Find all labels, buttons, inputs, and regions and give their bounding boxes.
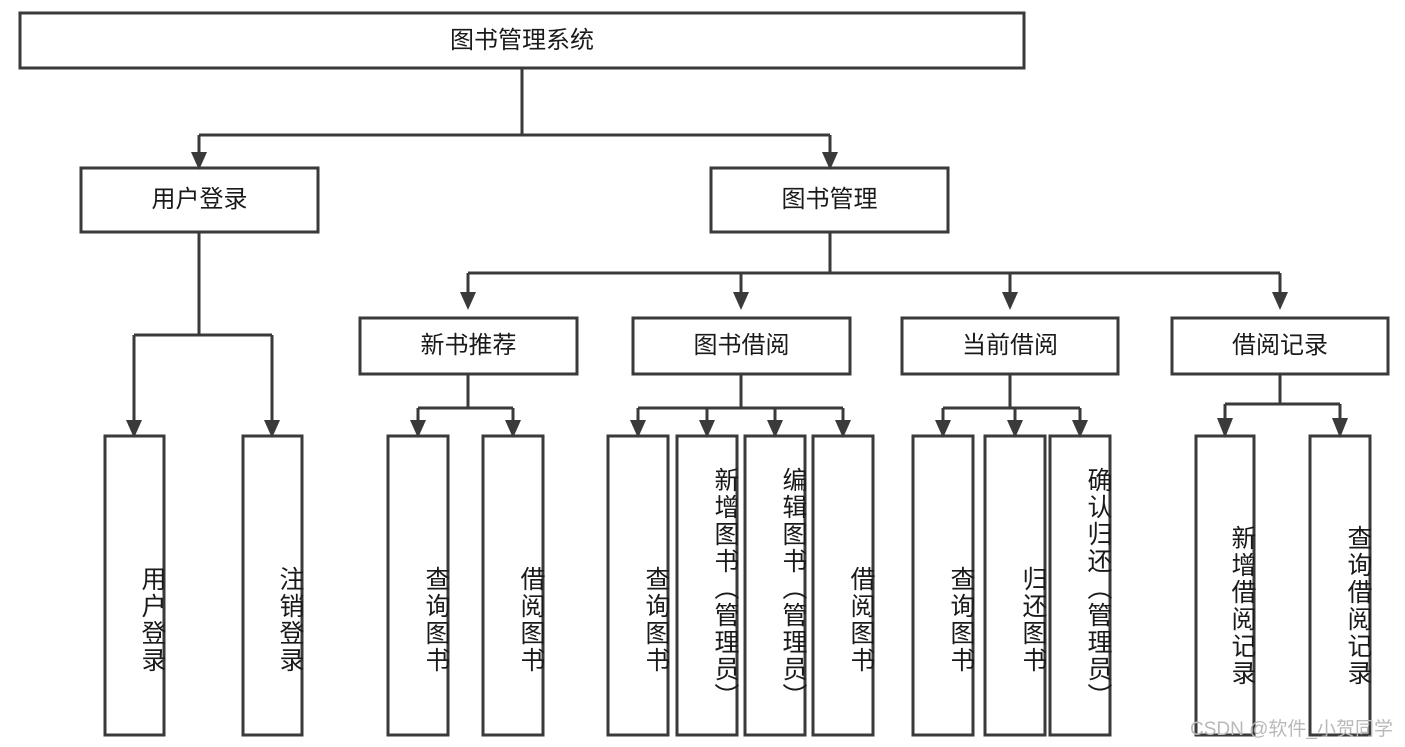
arrowhead-current-borrow (1002, 292, 1018, 310)
connector-book-management-to-level3 (466, 232, 1282, 298)
node-box-leaf-query-record[interactable] (1308, 434, 1372, 737)
node-box-user-login[interactable] (79, 166, 320, 234)
arrowhead-leaf-confirm-return (1072, 420, 1088, 438)
connector-user-login-to-leaves (132, 232, 274, 426)
node-box-leaf-add-record[interactable] (1194, 434, 1256, 737)
arrowhead-user-login (191, 152, 207, 170)
arrowhead-leaf-user-login (126, 420, 142, 438)
connector-book-borrow-to-leaves (636, 374, 845, 426)
node-box-leaf-confirm-return[interactable] (1048, 434, 1112, 737)
connector-borrow-records-to-leaves (1223, 374, 1342, 426)
connector-current-borrow-to-leaves (941, 374, 1082, 426)
arrowhead-leaf-return-book (1007, 420, 1023, 438)
node-box-leaf-edit-book[interactable] (743, 434, 807, 737)
arrowhead-leaf-logout (264, 420, 280, 438)
arrowhead-leaf-borrow-book-2 (835, 420, 851, 438)
arrowhead-leaf-edit-book (767, 420, 783, 438)
arrowhead-book-management (822, 152, 838, 170)
arrowhead-leaf-query-record (1332, 418, 1348, 438)
node-box-leaf-return-book[interactable] (983, 434, 1047, 737)
node-box-current-borrow[interactable] (900, 316, 1120, 376)
arrowhead-leaf-query-book-1 (410, 420, 426, 438)
node-box-leaf-borrow-book-2[interactable] (811, 434, 875, 737)
node-box-book-borrow[interactable] (631, 316, 852, 376)
node-box-leaf-query-book-1[interactable] (386, 434, 450, 737)
arrowhead-leaf-query-book-3 (935, 420, 951, 438)
node-box-leaf-logout[interactable] (241, 434, 304, 737)
arrowhead-leaf-add-record (1217, 418, 1233, 438)
connector-root-to-level2 (197, 68, 832, 158)
arrowhead-leaf-query-book-2 (630, 420, 646, 438)
node-box-leaf-borrow-book-1[interactable] (481, 434, 545, 737)
node-box-root[interactable] (18, 11, 1026, 70)
node-box-leaf-query-book-2[interactable] (606, 434, 670, 737)
watermark-text: CSDN @软件_小贺同学 (1190, 719, 1393, 740)
arrowhead-borrow-records (1272, 292, 1288, 310)
arrowhead-leaf-borrow-book-1 (505, 420, 521, 438)
node-box-leaf-query-book-3[interactable] (911, 434, 975, 737)
node-box-book-management[interactable] (709, 166, 950, 234)
connector-new-book-recommend-to-leaves (416, 374, 515, 426)
arrowhead-book-borrow (733, 292, 749, 310)
node-box-leaf-user-login[interactable] (103, 434, 166, 737)
node-box-leaf-add-book[interactable] (675, 434, 739, 737)
node-box-new-book-recommend[interactable] (358, 316, 579, 376)
node-box-borrow-records[interactable] (1170, 316, 1390, 376)
arrowhead-leaf-add-book (699, 420, 715, 438)
arrowhead-new-book-recommend (460, 292, 476, 310)
